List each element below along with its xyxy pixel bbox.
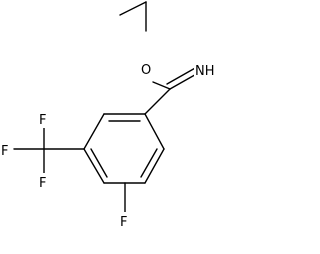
bond-oxygen-to-carbon <box>152 81 171 90</box>
cf3-fluorine-bottom-label: F <box>39 176 46 191</box>
molecule-diagram: O NH F F F F <box>1 1 215 230</box>
ring-bond-6 <box>144 113 165 150</box>
oxygen-label: O <box>141 63 151 78</box>
imine-nitrogen-label: NH <box>195 64 215 79</box>
structure-canvas: O NH F F F F <box>1 1 215 230</box>
cf3-fluorine-left-label: F <box>1 144 8 159</box>
ring-bond-5 <box>144 148 165 184</box>
cf3-fluorine-top-label: F <box>39 113 46 128</box>
ring-bond-2 <box>83 113 105 150</box>
ring-bond-3 <box>83 148 105 184</box>
ring-fluorine-label: F <box>120 215 127 230</box>
bond-ethyl-terminal <box>119 1 147 16</box>
ring-double-right <box>140 148 158 178</box>
bond-carbon-to-ring <box>144 88 171 115</box>
ring-double-left <box>90 148 108 178</box>
bond-imine-double-2 <box>166 66 198 85</box>
